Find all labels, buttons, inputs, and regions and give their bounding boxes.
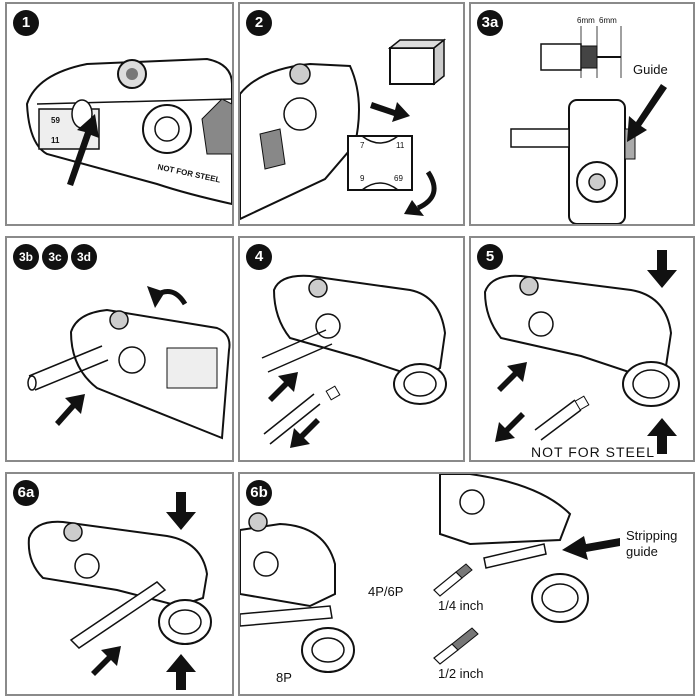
step-5-badge: 5 xyxy=(477,244,503,270)
move-arrow xyxy=(370,102,410,122)
squeeze-up-arrow xyxy=(647,418,677,454)
guide-arrow xyxy=(627,84,667,142)
step-3d-badge: 3d xyxy=(71,244,97,270)
tool-closeup-illustration xyxy=(25,57,232,206)
blade-reversal-illustration xyxy=(240,38,447,221)
flat-cable-stripping-guide-illustration xyxy=(240,474,620,673)
push-arrow xyxy=(91,646,121,676)
blade-num-9: 9 xyxy=(360,174,365,183)
squeeze-up-arrow xyxy=(166,654,196,690)
step-6b-panel: 6b 4P/6P 8P Stripping guide 1/4 inch 1/2… xyxy=(238,472,695,696)
insert-arrow xyxy=(67,114,99,186)
step-6b-badge: 6b xyxy=(246,480,272,506)
blade-num-7: 7 xyxy=(360,141,365,150)
push-arrow xyxy=(55,394,85,426)
step-2-badge: 2 xyxy=(246,10,272,36)
squeeze-down-arrow xyxy=(647,250,677,288)
dimension-right: 6mm xyxy=(599,16,617,25)
quarter-inch-cable-icon xyxy=(433,563,473,597)
step-1-badge: 1 xyxy=(13,10,39,36)
step-5-panel: 5 NOT FOR STEEL xyxy=(469,236,695,462)
stripping-guide-arrow xyxy=(562,536,620,560)
step-1-panel: 1 59 11 NOT FOR STEEL xyxy=(5,2,234,226)
rotate-arrow xyxy=(404,170,437,216)
squeeze-down-arrow xyxy=(166,492,196,530)
half-inch-label: 1/2 inch xyxy=(438,666,484,681)
cable-guide-illustration xyxy=(510,26,667,224)
stripping-guide-label-1: Stripping xyxy=(626,528,678,543)
dimension-left: 6mm xyxy=(577,16,595,25)
step-4-panel: 4 xyxy=(238,236,465,462)
remove-cable-illustration xyxy=(261,274,447,448)
step-6a-badge: 6a xyxy=(13,480,39,506)
quarter-inch-label: 1/4 inch xyxy=(438,598,484,613)
flat-cable-strip-illustration xyxy=(27,492,212,690)
blade-num-11: 11 xyxy=(396,141,405,150)
blade-number-top: 59 xyxy=(51,116,60,125)
step-4-badge: 4 xyxy=(246,244,272,270)
label-8p: 8P xyxy=(276,670,292,685)
cable-insert-rotate-illustration xyxy=(27,286,231,440)
step-3b-badge: 3b xyxy=(13,244,39,270)
stripping-guide-label-2: guide xyxy=(626,544,658,559)
in-arrow xyxy=(268,372,298,402)
pull-arrow xyxy=(495,412,525,442)
squeeze-and-pull-illustration xyxy=(483,250,680,454)
blade-number-bottom: 11 xyxy=(51,136,60,145)
step-6a-panel: 6a xyxy=(5,472,234,696)
guide-label: Guide xyxy=(633,62,668,77)
step-3c-badge: 3c xyxy=(42,244,68,270)
step-3a-badge: 3a xyxy=(477,10,503,36)
step-2-panel: 2 7 11 9 69 xyxy=(238,2,465,226)
not-for-steel-label: NOT FOR STEEL xyxy=(531,444,655,460)
rotate-arrow xyxy=(147,286,188,308)
label-4p6p: 4P/6P xyxy=(368,584,404,599)
out-arrow xyxy=(290,418,320,448)
blade-num-69: 69 xyxy=(394,174,403,183)
push-arrow xyxy=(497,362,527,392)
step-3a-panel: 3a 6mm 6mm Guide xyxy=(469,2,695,226)
half-inch-cable-icon xyxy=(433,627,479,665)
